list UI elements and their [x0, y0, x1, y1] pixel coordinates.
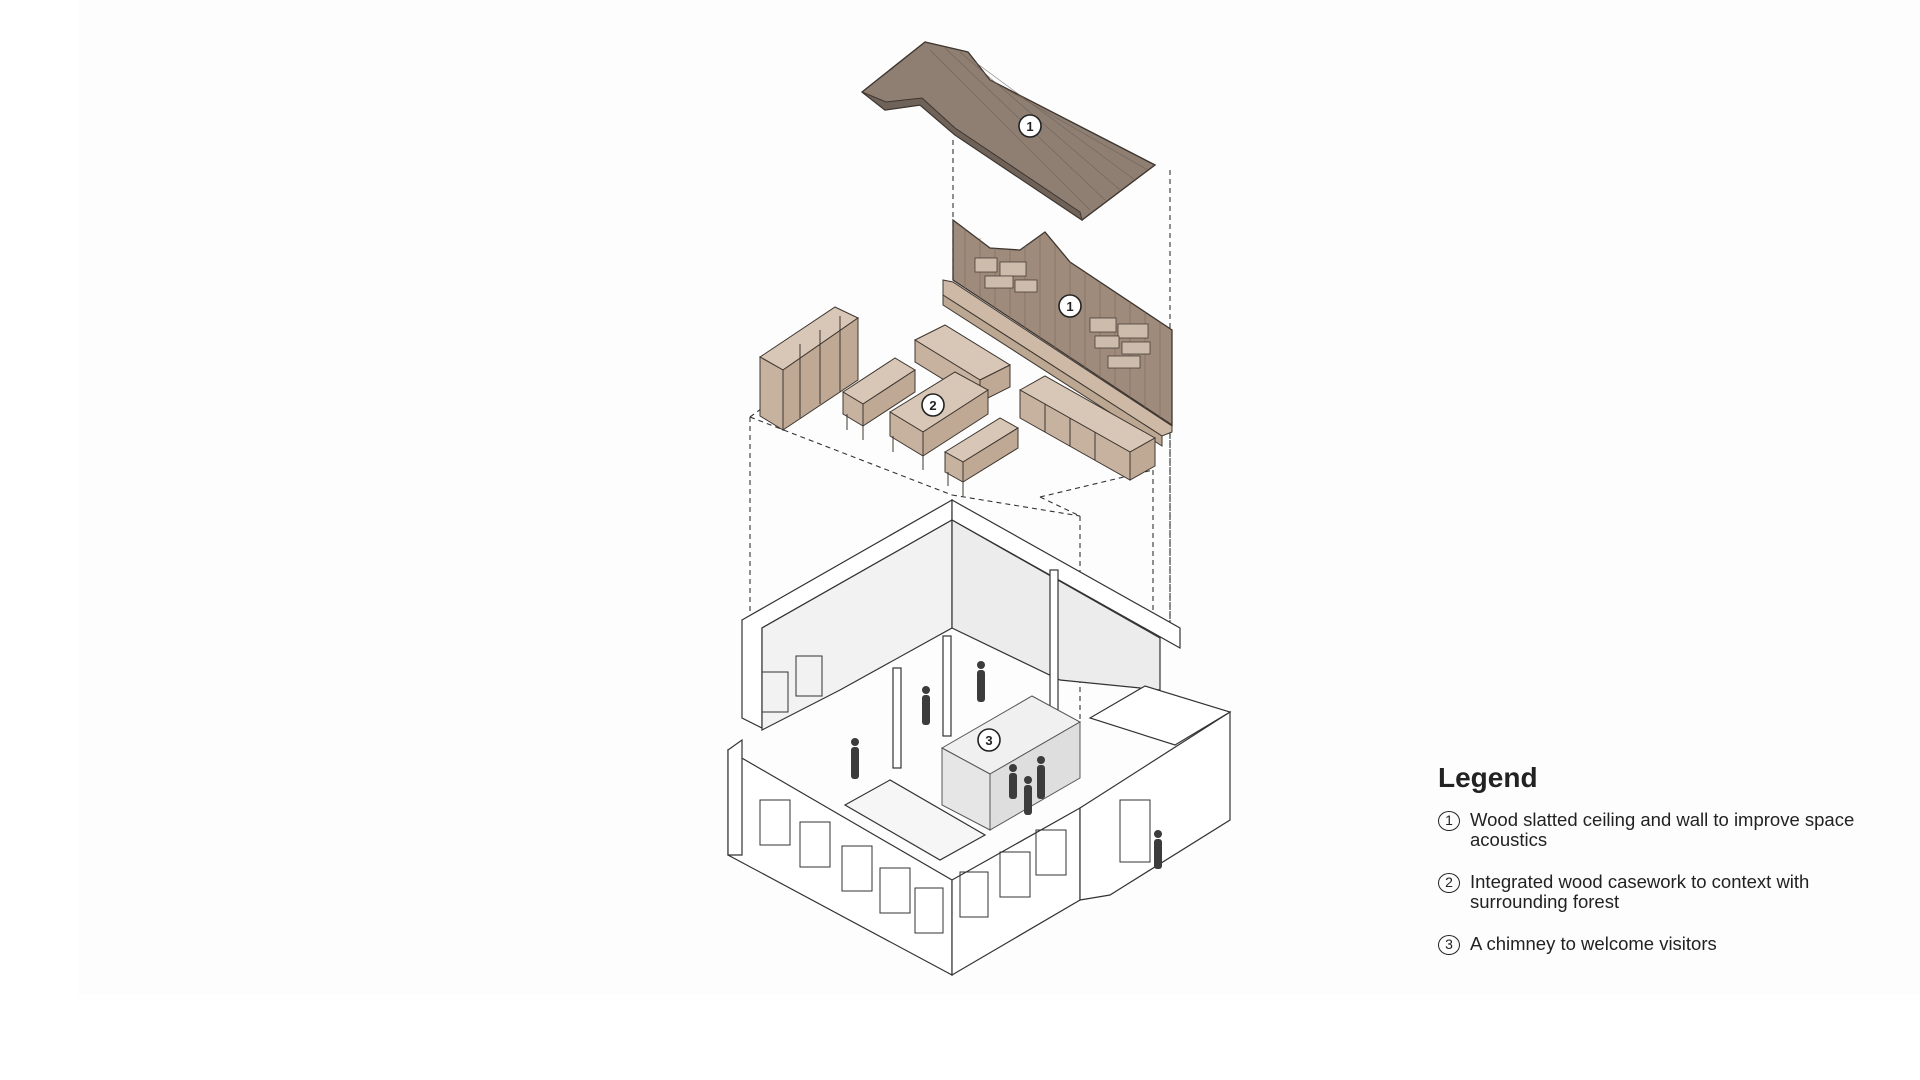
callout-marker-wall: 1 [1058, 294, 1082, 318]
legend-item: 3 A chimney to welcome visitors [1438, 934, 1878, 955]
casework-furniture [759, 306, 1157, 496]
legend-item: 1 Wood slatted ceiling and wall to impro… [1438, 810, 1878, 850]
roof-ceiling-panel [860, 41, 1157, 222]
person-figure [1154, 830, 1162, 869]
people-silhouettes [851, 661, 1162, 869]
legend-number: 1 [1438, 811, 1460, 831]
callout-marker-casework: 2 [921, 393, 945, 417]
legend-title: Legend [1438, 762, 1538, 793]
callout-number-chimney: 3 [985, 733, 992, 748]
callout-marker-roof: 1 [1018, 114, 1042, 138]
windows [759, 655, 1151, 934]
callout-marker-chimney: 3 [977, 728, 1001, 752]
legend-item: 2 Integrated wood casework to context wi… [1438, 872, 1878, 912]
person-figure [1009, 764, 1017, 799]
paper-background [78, 0, 1920, 995]
callout-number-casework: 2 [929, 398, 936, 413]
callout-number-wall: 1 [1066, 299, 1073, 314]
person-figure [1037, 756, 1045, 799]
person-figure [977, 661, 985, 702]
legend-number: 2 [1438, 873, 1460, 893]
legend-text: A chimney to welcome visitors [1470, 933, 1717, 954]
person-figure [922, 686, 930, 725]
base-building [727, 498, 1232, 977]
legend-text: Integrated wood casework to context with… [1470, 871, 1810, 912]
legend-text: Wood slatted ceiling and wall to improve… [1470, 809, 1855, 850]
chimney-volume [940, 695, 1082, 831]
legend-number: 3 [1438, 935, 1460, 955]
wood-slatted-wall [942, 218, 1173, 447]
legend: Legend 1 Wood slatted ceiling and wall t… [1438, 762, 1878, 977]
person-figure [851, 738, 859, 779]
callout-number-roof: 1 [1026, 119, 1033, 134]
person-figure [1024, 776, 1032, 815]
